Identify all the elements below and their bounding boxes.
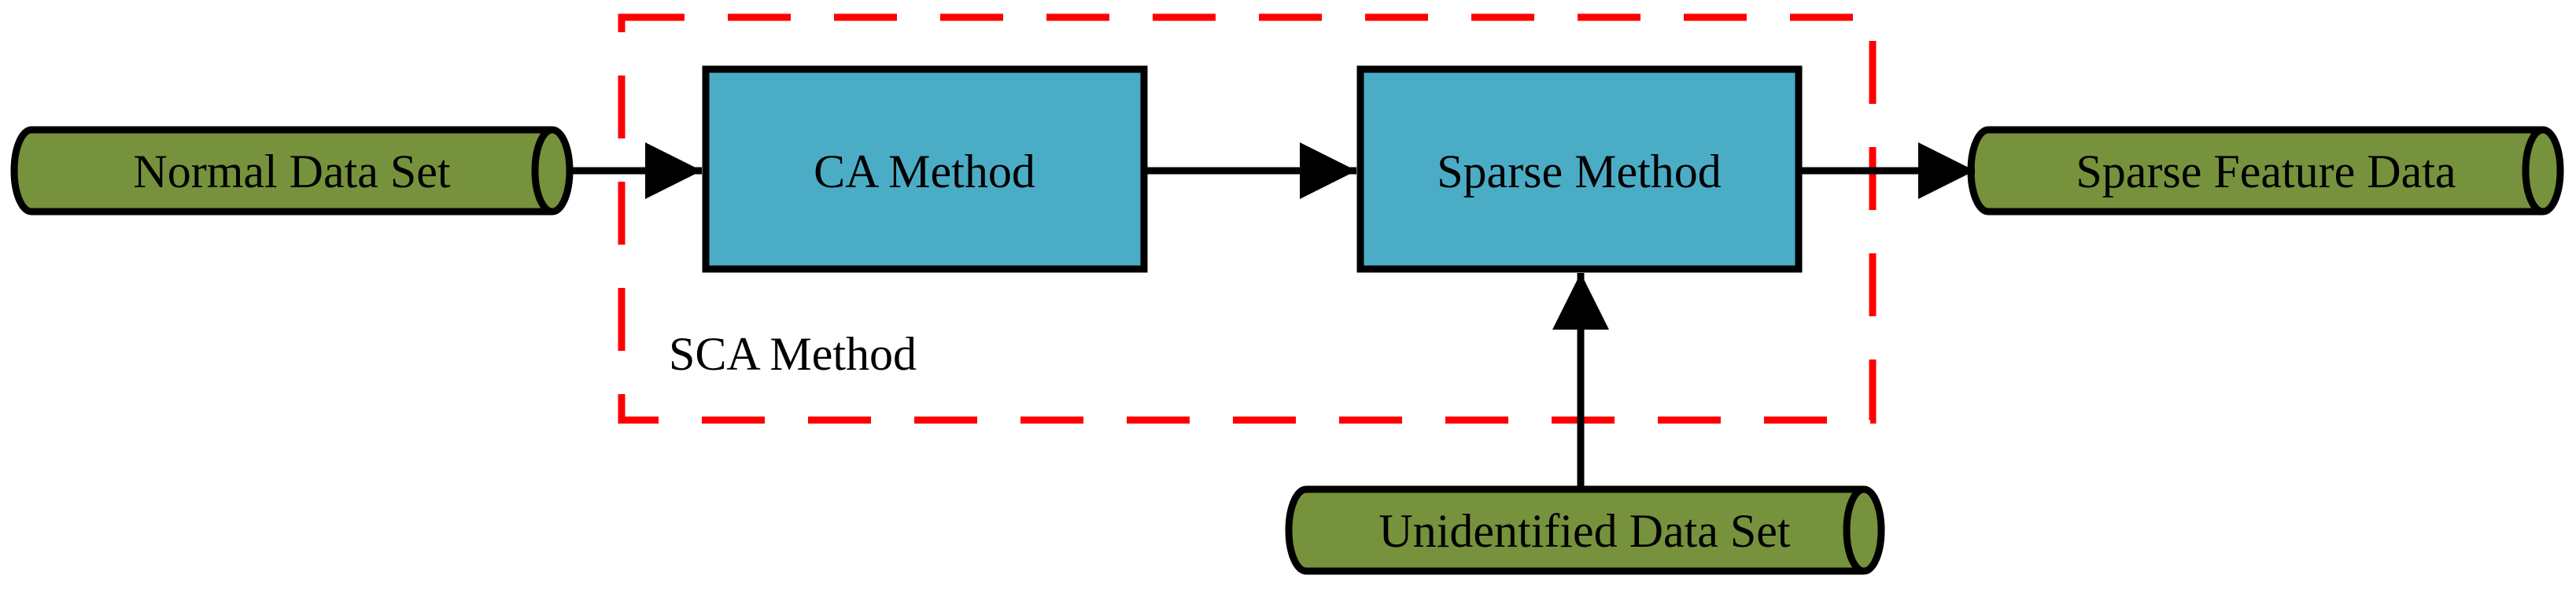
sca-method-group-border bbox=[618, 13, 1877, 424]
sca-method-group-label: SCA Method bbox=[669, 328, 917, 380]
sparse-method-node: Sparse Method bbox=[1356, 65, 1803, 273]
unidentified-data-set-label: Unidentified Data Set bbox=[1378, 505, 1791, 557]
ca-method-node: CA Method bbox=[702, 65, 1148, 273]
normal-data-set-label: Normal Data Set bbox=[133, 146, 451, 197]
normal-data-set-node: Normal Data Set bbox=[10, 126, 574, 216]
ca-method-label: CA Method bbox=[814, 146, 1035, 197]
sparse-feature-data-label: Sparse Feature Data bbox=[2076, 146, 2456, 197]
sparse-method-label: Sparse Method bbox=[1437, 146, 1722, 197]
unidentified-data-set-node: Unidentified Data Set bbox=[1285, 485, 1885, 575]
sparse-feature-data-node: Sparse Feature Data bbox=[1967, 126, 2564, 216]
